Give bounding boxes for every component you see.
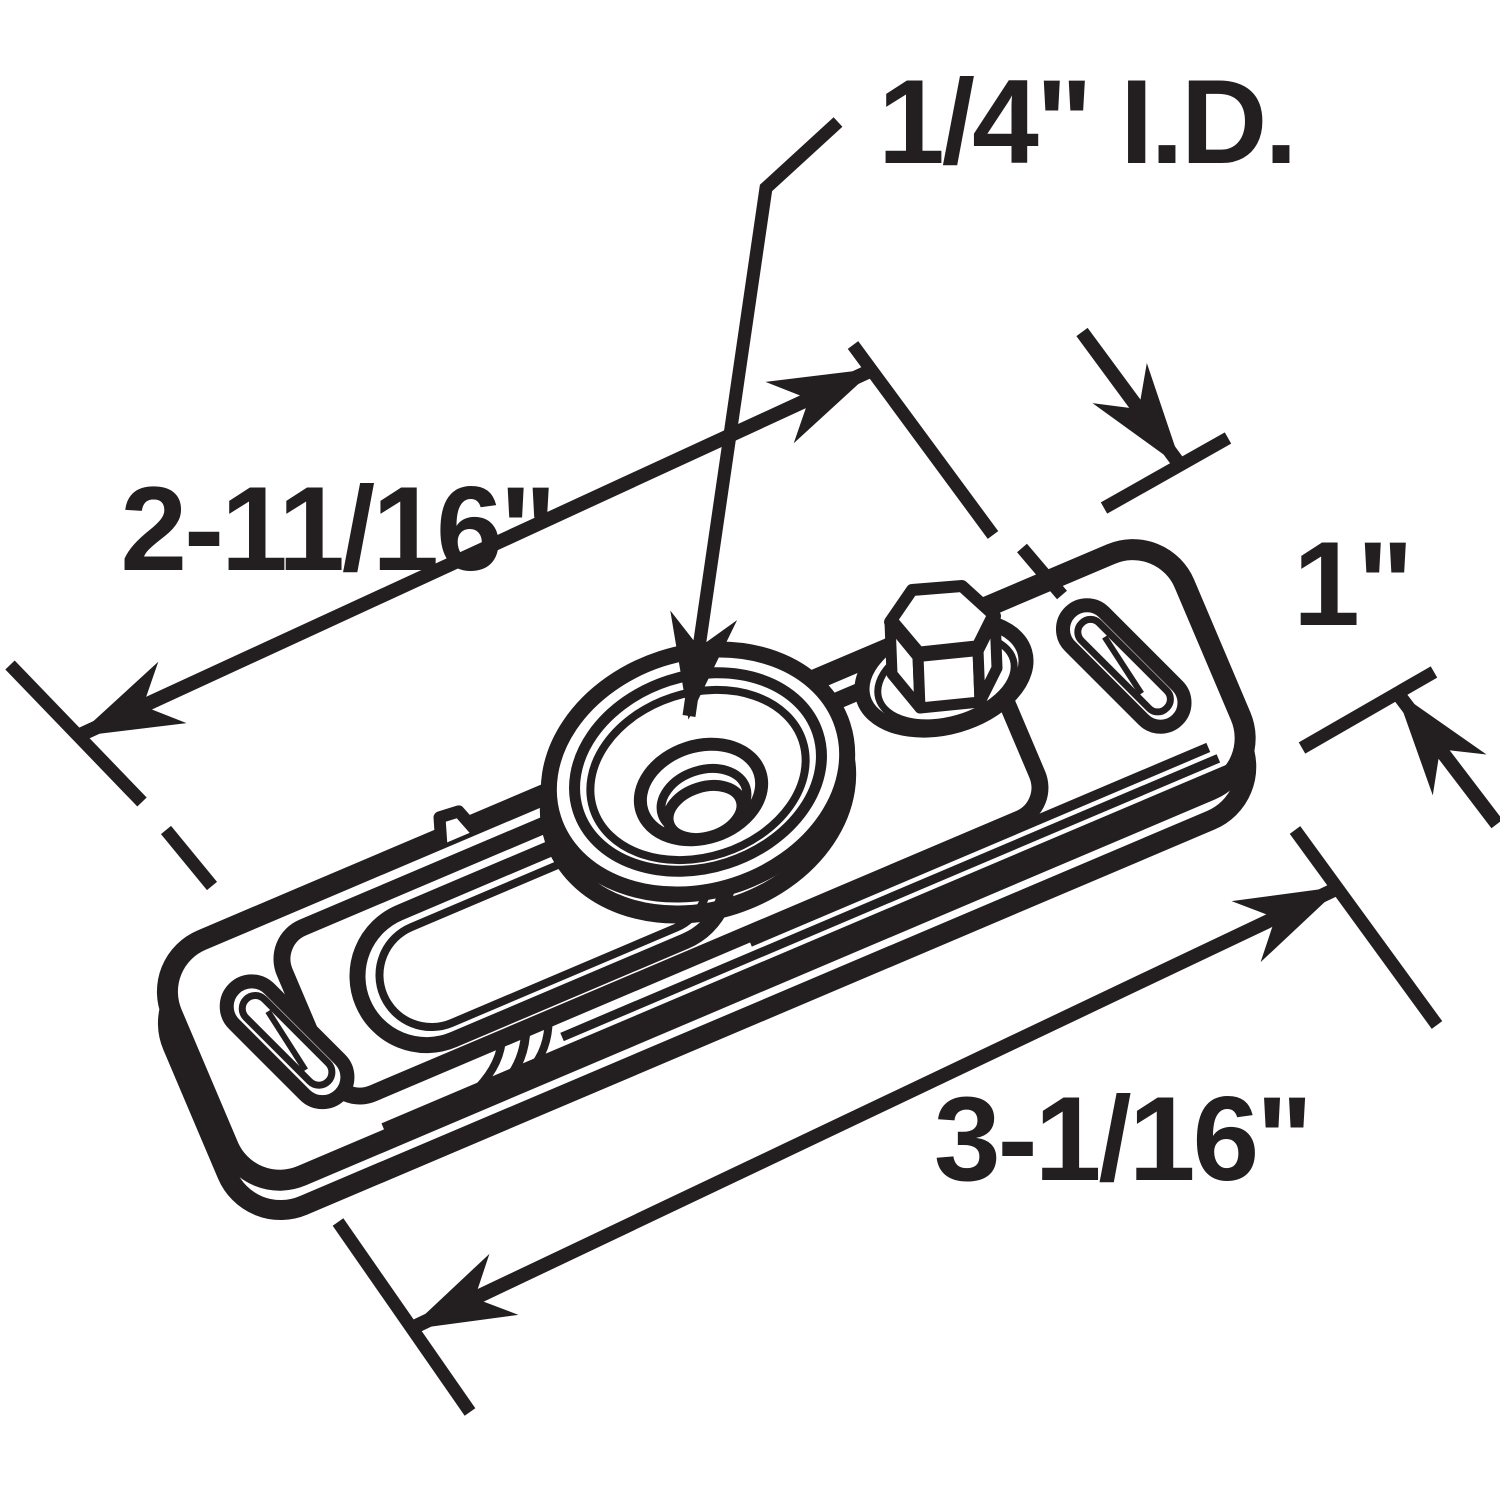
- dim-lower-length: 3-1/16": [332, 826, 1443, 1416]
- label-width: 1": [1293, 517, 1411, 651]
- ext-line-left: [5, 660, 147, 807]
- ext-line-left-stub: [160, 825, 218, 891]
- slot-left-highlight: [265, 1009, 308, 1072]
- ext-line-right-stub: [1017, 543, 1067, 600]
- dim-arrow-width-upper: [1076, 327, 1186, 470]
- dim-width: 1": [1076, 327, 1500, 829]
- label-lower-length: 3-1/16": [934, 1072, 1310, 1206]
- dim-line-upper-length: [76, 363, 876, 742]
- ext-line-width-upper: [1100, 432, 1232, 514]
- hex-chamfer-line: [890, 610, 996, 654]
- leader-line-inner-diameter: [670, 117, 843, 720]
- callout-inner-diameter: 1/4" I.D.: [670, 55, 1298, 720]
- label-inner-diameter: 1/4" I.D.: [878, 55, 1295, 189]
- ext-line-right: [847, 341, 999, 539]
- slot-right-highlight: [1102, 635, 1144, 696]
- edge-tab: [433, 805, 480, 846]
- dim-arrow-width-lower: [1392, 689, 1500, 829]
- slot-right-inner: [1074, 615, 1174, 716]
- dim-upper-length: 2-11/16": [5, 341, 1067, 891]
- grommet-hole-bottom: [662, 779, 748, 845]
- ext-line-width-lower: [1298, 666, 1438, 754]
- mounting-slot-left: [219, 974, 355, 1110]
- dim-line-lower-length: [408, 881, 1342, 1335]
- ext-line-bottom-left: [332, 1218, 476, 1416]
- mounting-slot-right: [1055, 598, 1192, 734]
- label-upper-length: 2-11/16": [120, 462, 553, 596]
- slot-left-inner: [238, 992, 336, 1089]
- hex-top-face: [884, 580, 1001, 662]
- ext-line-bottom-right: [1289, 826, 1443, 1029]
- dimensions: 2-11/16" 3-1/16" 1" 1/4" I.D.: [5, 55, 1500, 1416]
